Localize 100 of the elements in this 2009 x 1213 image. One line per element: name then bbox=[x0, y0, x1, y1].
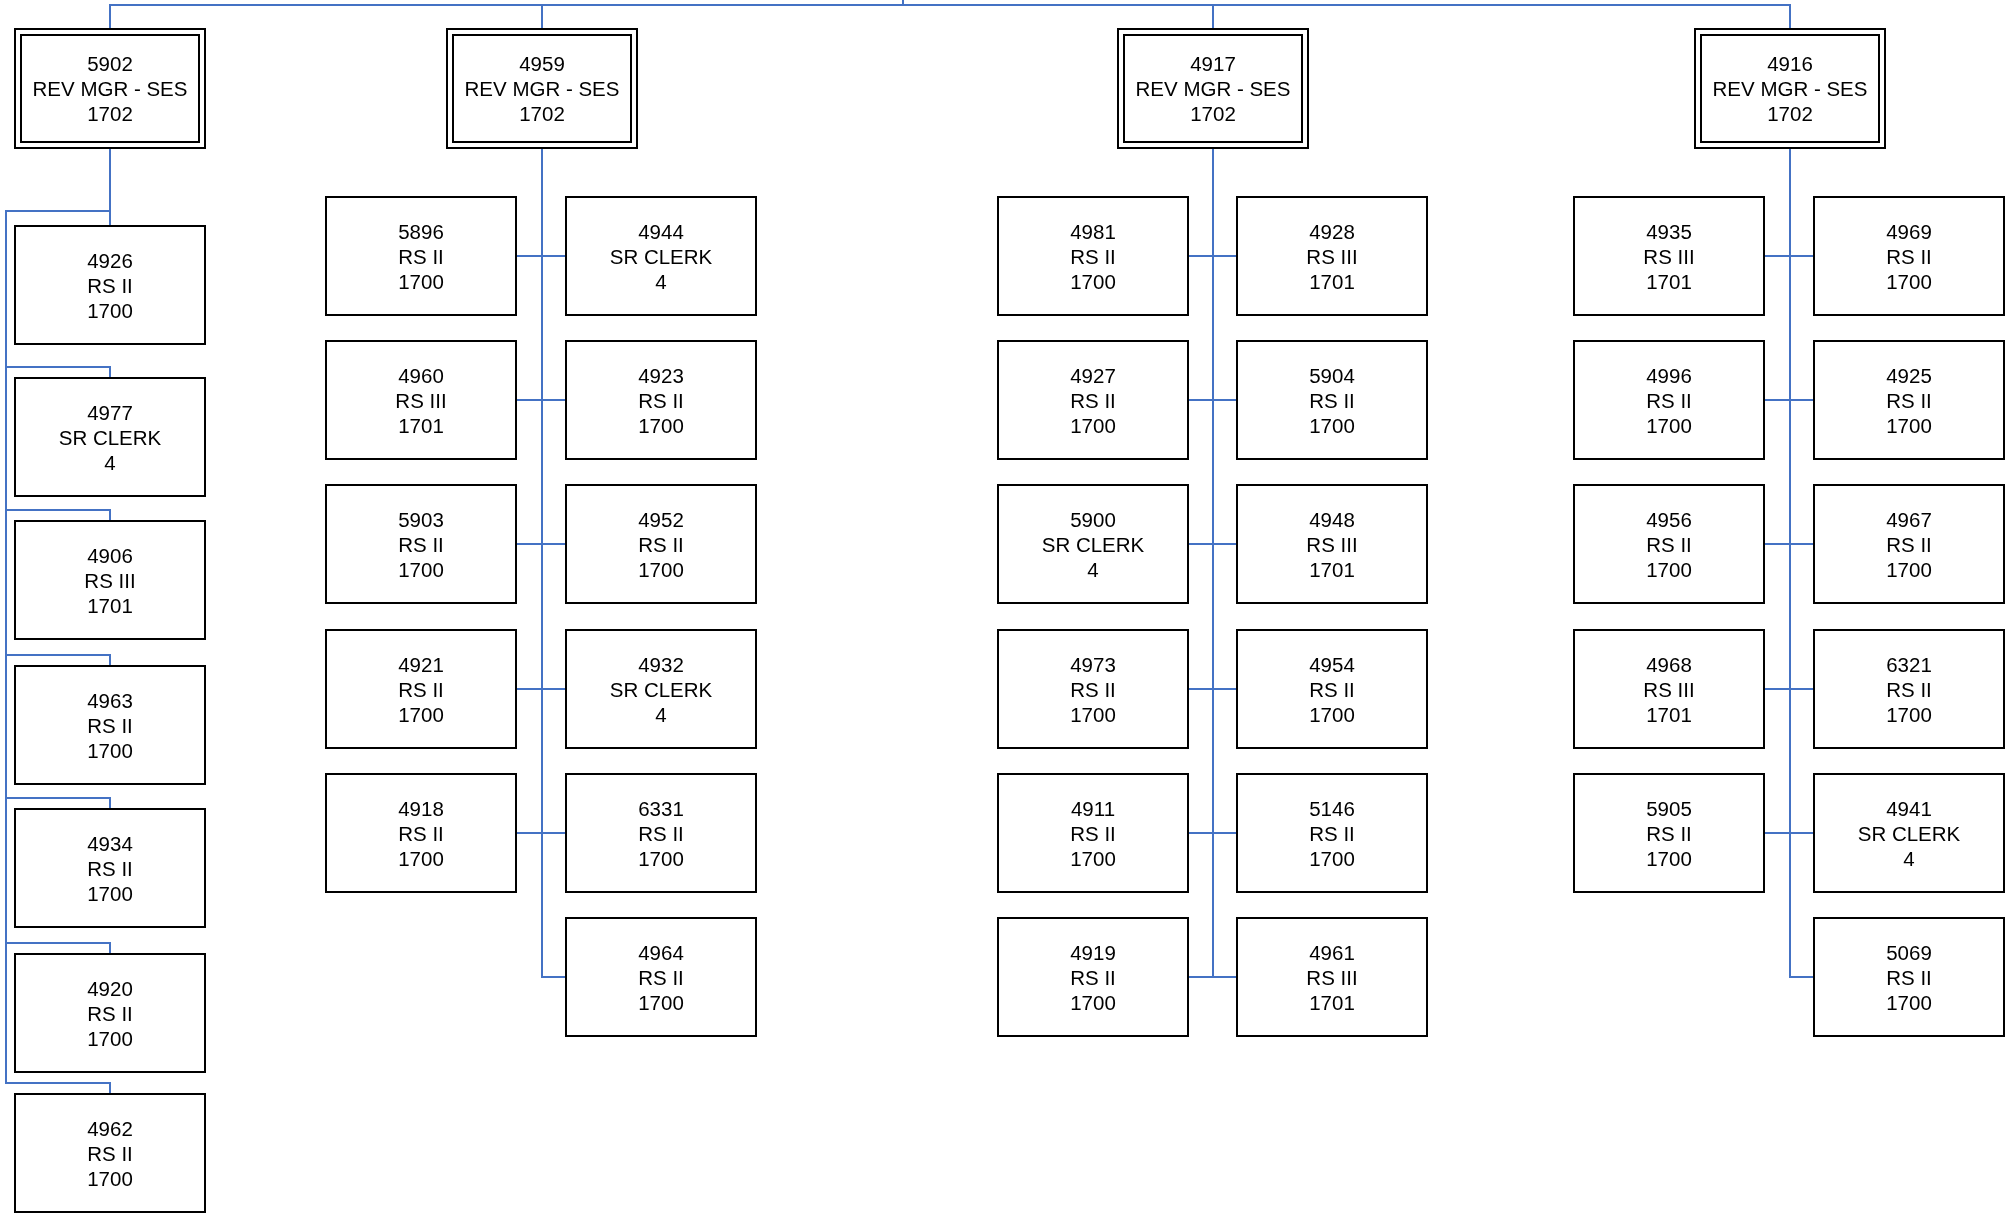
position-box bbox=[997, 629, 1189, 749]
position-text: RS III bbox=[1306, 243, 1358, 269]
manager-box bbox=[446, 28, 638, 149]
position-text: 5903 bbox=[398, 506, 444, 532]
position-text: 1700 bbox=[1070, 701, 1116, 727]
position-text: 4977 bbox=[87, 399, 133, 425]
position-text: 4923 bbox=[638, 362, 684, 388]
position-text: 1700 bbox=[1309, 845, 1355, 871]
position-text: 1700 bbox=[1886, 412, 1932, 438]
position-text: 4918 bbox=[398, 795, 444, 821]
position-box bbox=[1573, 773, 1765, 893]
position-text: 5905 bbox=[1646, 795, 1692, 821]
position-text: RS II bbox=[398, 531, 444, 557]
position-text: 4973 bbox=[1070, 651, 1116, 677]
position-box bbox=[325, 629, 517, 749]
position-text: 1700 bbox=[87, 737, 133, 763]
position-text: 1702 bbox=[519, 101, 565, 126]
position-text: 1700 bbox=[1070, 845, 1116, 871]
position-text: 1700 bbox=[638, 556, 684, 582]
position-text: 1700 bbox=[398, 845, 444, 871]
position-text: 1700 bbox=[398, 701, 444, 727]
position-box bbox=[1236, 773, 1428, 893]
position-text: RS II bbox=[638, 820, 684, 846]
position-text: RS II bbox=[1309, 820, 1355, 846]
position-box bbox=[1813, 917, 2005, 1037]
position-text: REV MGR - SES bbox=[32, 76, 188, 101]
position-text: 1700 bbox=[87, 1025, 133, 1051]
position-text: 1700 bbox=[1886, 268, 1932, 294]
position-text: 1700 bbox=[1886, 989, 1932, 1015]
position-box bbox=[1236, 917, 1428, 1037]
position-text: REV MGR - SES bbox=[1712, 76, 1868, 101]
position-text: 4928 bbox=[1309, 218, 1355, 244]
position-text: RS II bbox=[87, 855, 133, 881]
position-text: 4926 bbox=[87, 247, 133, 273]
position-box bbox=[565, 917, 757, 1037]
position-text: RS III bbox=[395, 387, 447, 413]
position-text: 4935 bbox=[1646, 218, 1692, 244]
position-text: RS II bbox=[1886, 676, 1932, 702]
position-text: 1700 bbox=[1646, 845, 1692, 871]
position-text: 4 bbox=[1903, 845, 1915, 871]
position-text: 1700 bbox=[1070, 412, 1116, 438]
position-box bbox=[1573, 629, 1765, 749]
position-text: RS II bbox=[1886, 531, 1932, 557]
position-text: 4911 bbox=[1070, 795, 1116, 821]
position-text: 1701 bbox=[1646, 268, 1692, 294]
position-text: RS II bbox=[638, 387, 684, 413]
position-text: RS III bbox=[1306, 531, 1358, 557]
position-box bbox=[1813, 340, 2005, 460]
position-text: 1700 bbox=[1309, 701, 1355, 727]
connector-line bbox=[902, 0, 1791, 29]
position-text: RS II bbox=[1070, 243, 1116, 269]
position-text: 4 bbox=[104, 449, 116, 475]
position-text: 5904 bbox=[1309, 362, 1355, 388]
position-text: SR CLERK bbox=[609, 243, 713, 269]
position-text: 4948 bbox=[1309, 506, 1355, 532]
position-text: RS II bbox=[1309, 676, 1355, 702]
position-text: 4944 bbox=[638, 218, 684, 244]
position-box bbox=[1236, 340, 1428, 460]
position-text: 1702 bbox=[1767, 101, 1813, 126]
position-text: 4969 bbox=[1886, 218, 1932, 244]
position-text: RS II bbox=[87, 272, 133, 298]
position-text: 5902 bbox=[87, 51, 133, 76]
position-text: 1701 bbox=[87, 592, 133, 618]
position-text: SR CLERK bbox=[1857, 820, 1961, 846]
position-text: RS II bbox=[1070, 964, 1116, 990]
position-text: 5069 bbox=[1886, 939, 1932, 965]
position-text: RS II bbox=[1070, 387, 1116, 413]
position-box bbox=[565, 484, 757, 604]
position-box bbox=[997, 484, 1189, 604]
position-text: 4934 bbox=[87, 830, 133, 856]
position-text: 4906 bbox=[87, 542, 133, 568]
position-text: RS II bbox=[398, 676, 444, 702]
position-box bbox=[14, 1093, 206, 1213]
position-box bbox=[1813, 196, 2005, 316]
position-text: 1700 bbox=[87, 297, 133, 323]
position-text: 1701 bbox=[1309, 556, 1355, 582]
position-box bbox=[14, 808, 206, 928]
position-text: 5900 bbox=[1070, 506, 1116, 532]
manager-box bbox=[1694, 28, 1886, 149]
position-text: RS II bbox=[1886, 964, 1932, 990]
position-text: RS II bbox=[638, 964, 684, 990]
position-text: 1700 bbox=[1070, 989, 1116, 1015]
position-text: SR CLERK bbox=[58, 424, 162, 450]
position-text: 4963 bbox=[87, 687, 133, 713]
position-text: SR CLERK bbox=[609, 676, 713, 702]
position-text: 4996 bbox=[1646, 362, 1692, 388]
position-text: 1702 bbox=[87, 101, 133, 126]
position-text: RS II bbox=[1646, 820, 1692, 846]
position-text: 4968 bbox=[1646, 651, 1692, 677]
position-text: 4919 bbox=[1070, 939, 1116, 965]
position-text: 1700 bbox=[398, 268, 444, 294]
position-box bbox=[325, 340, 517, 460]
position-text: RS II bbox=[1646, 387, 1692, 413]
position-box bbox=[997, 340, 1189, 460]
position-text: 1700 bbox=[87, 1165, 133, 1191]
position-text: 5146 bbox=[1309, 795, 1355, 821]
manager-box bbox=[14, 28, 206, 149]
position-text: 1701 bbox=[1309, 989, 1355, 1015]
position-text: RS II bbox=[87, 1000, 133, 1026]
position-text: 1700 bbox=[1646, 556, 1692, 582]
